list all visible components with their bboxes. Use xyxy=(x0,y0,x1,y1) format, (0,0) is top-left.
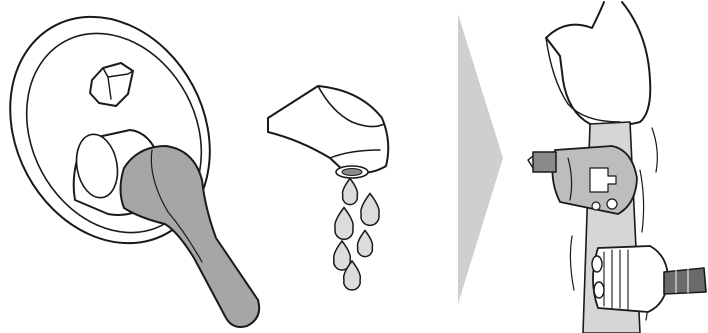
water-drops xyxy=(334,179,380,291)
new-cartridge-icon xyxy=(592,246,706,312)
spout-icon xyxy=(268,86,388,178)
water-drop-icon xyxy=(358,231,373,257)
water-drop-icon xyxy=(335,208,353,240)
old-cartridge-icon xyxy=(528,146,637,214)
next-step-arrow-icon xyxy=(458,14,503,304)
water-drop-icon xyxy=(361,194,379,226)
outlet-icon xyxy=(546,2,650,126)
water-drop-icon xyxy=(343,179,358,205)
